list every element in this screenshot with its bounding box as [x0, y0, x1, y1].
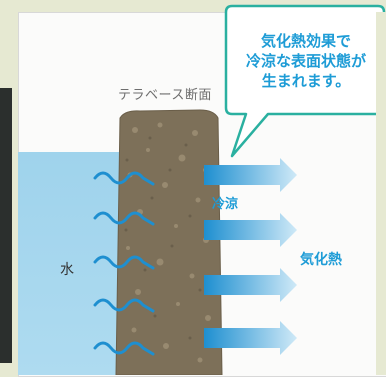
evaporation-arrow [204, 268, 297, 302]
evaporation-arrow [204, 158, 297, 192]
evaporation-arrow [204, 213, 297, 247]
wick-arrows [93, 171, 155, 356]
callout-text: 気化熱効果で 冷涼な表面状態が 生まれます。 [228, 6, 384, 116]
water-label: 水 [60, 262, 74, 278]
cooling-label: 冷涼 [212, 197, 239, 212]
background-photo-edge [0, 88, 12, 363]
callout-line: 気化熱効果で [260, 32, 351, 50]
callout-line: 生まれます。 [261, 72, 351, 90]
section-label: テラベース断面 [118, 88, 212, 103]
right-background-strip [376, 12, 386, 375]
evaporation-arrows [204, 158, 297, 355]
evaporation-arrow [204, 321, 297, 355]
heat-of-vaporization-label: 気化熱 [300, 252, 342, 268]
callout-bubble [224, 4, 386, 158]
callout-line: 冷涼な表面状態が [245, 52, 366, 70]
